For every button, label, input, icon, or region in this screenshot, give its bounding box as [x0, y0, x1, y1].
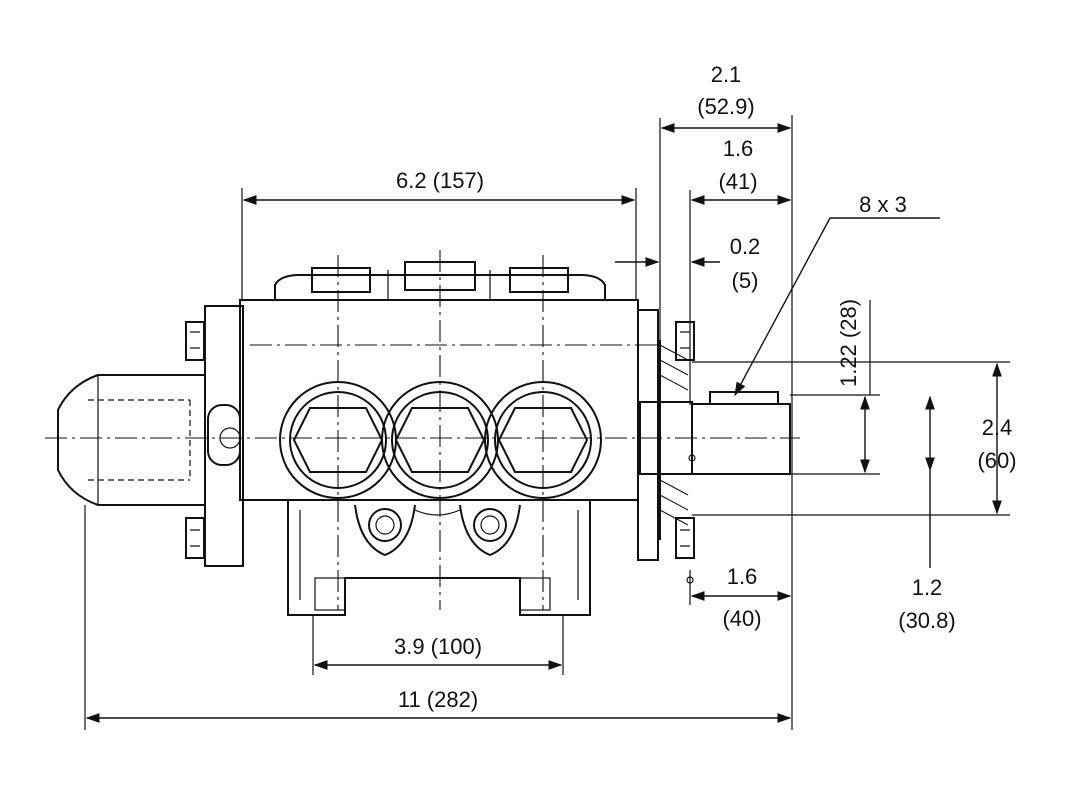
label-body-width: 6.2 (157) — [396, 168, 484, 193]
label-flange-height-mm: (60) — [977, 448, 1016, 473]
bolts — [185, 321, 695, 559]
valve-plugs — [279, 381, 602, 499]
label-overall-height-mm: (52.9) — [697, 94, 754, 119]
left-plate — [204, 305, 244, 567]
label-flange-height: 2.4 — [982, 415, 1013, 440]
dimensions — [84, 115, 1010, 730]
label-shaft-offset: 1.2 — [912, 575, 943, 600]
label-flange-gap-mm: (5) — [732, 268, 759, 293]
label-overall-height: 2.1 — [711, 62, 742, 87]
lower-ports — [354, 504, 521, 557]
label-key: 8 x 3 — [859, 192, 907, 217]
label-mount-width: 3.9 (100) — [394, 634, 482, 659]
label-flange-gap: 0.2 — [730, 234, 761, 259]
label-shaft-proj-mm: (40) — [722, 606, 761, 631]
top-cap-left — [311, 267, 371, 293]
dimension-labels: 2.1 (52.9) 1.6 (41) 8 x 3 6.2 (157) 0.2 … — [394, 62, 1017, 712]
centerlines — [45, 250, 800, 610]
label-shaft-offset-mm: (30.8) — [898, 608, 955, 633]
label-shaft-proj: 1.6 — [727, 564, 758, 589]
shaft — [691, 403, 791, 475]
label-total-length: 11 (282) — [398, 687, 478, 712]
label-shaft-length: 1.6 — [723, 136, 754, 161]
shaft-key — [709, 391, 779, 405]
drive-shaft — [637, 309, 791, 584]
label-shaft-dia: 1.22 (28) — [836, 299, 861, 387]
label-shaft-length-mm: (41) — [718, 169, 757, 194]
top-cap-right — [509, 267, 569, 293]
pump-body — [45, 250, 800, 616]
lower-housing — [287, 500, 591, 616]
inlet-nozzle — [57, 374, 241, 506]
